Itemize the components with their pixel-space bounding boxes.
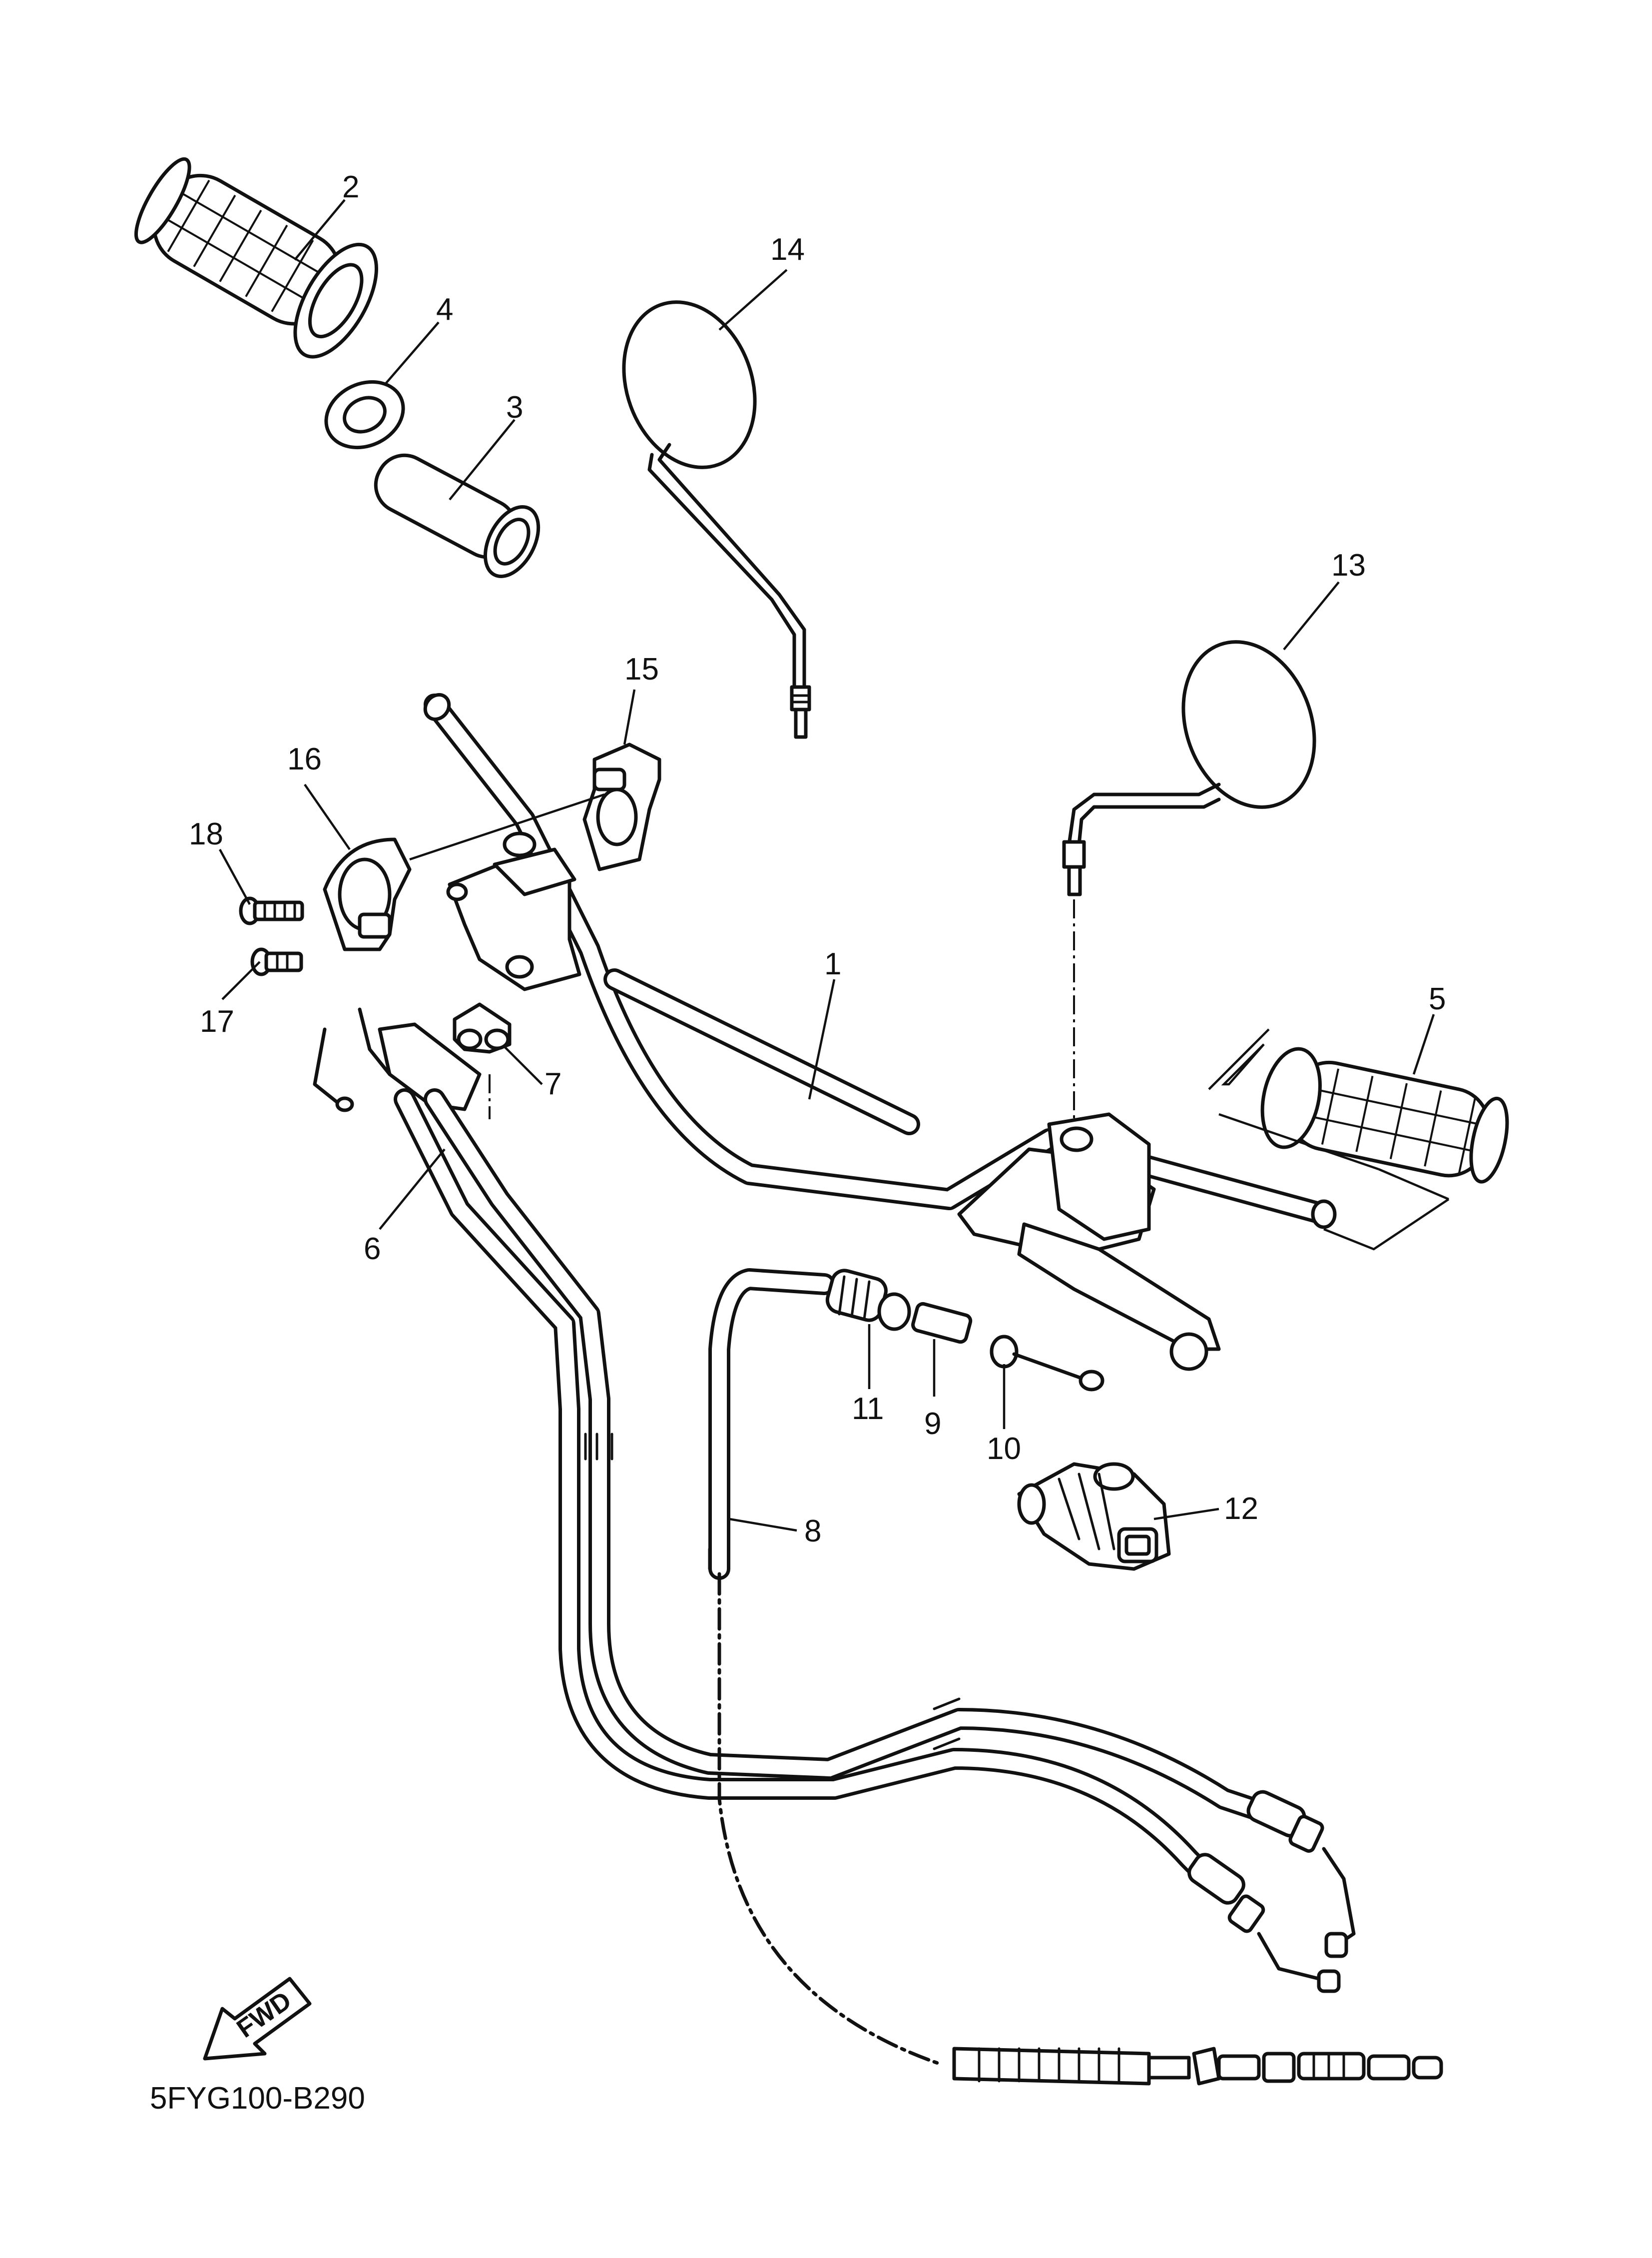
lower-clamp bbox=[323, 837, 412, 951]
grip-washer bbox=[324, 380, 405, 450]
left-mirror bbox=[622, 300, 811, 739]
fwd-arrow-icon: FWD bbox=[203, 1977, 312, 2061]
callout-16: 16 bbox=[287, 742, 322, 776]
diagram-code: 5FYG100-B290 bbox=[150, 2081, 365, 2116]
callout-11: 11 bbox=[852, 1392, 884, 1426]
left-switch-housing bbox=[446, 831, 581, 991]
callout-13: 13 bbox=[1331, 548, 1366, 583]
clutch-cable bbox=[708, 1268, 1443, 2086]
callout-1: 1 bbox=[824, 947, 841, 981]
clamp-bolt-short bbox=[250, 947, 303, 976]
callout-8: 8 bbox=[804, 1514, 821, 1548]
callout-6: 6 bbox=[364, 1232, 381, 1266]
clutch-adjuster-group bbox=[825, 1269, 1104, 1392]
right-grip bbox=[1208, 1028, 1509, 1251]
callout-15: 15 bbox=[624, 652, 659, 687]
callout-9: 9 bbox=[924, 1407, 941, 1441]
callout-18: 18 bbox=[189, 817, 223, 851]
callout-4: 4 bbox=[436, 292, 453, 327]
clamp-bolt-long bbox=[239, 896, 304, 925]
clamp-alignment-line bbox=[409, 793, 605, 861]
left-grip bbox=[134, 157, 378, 359]
callout-17: 17 bbox=[200, 1004, 234, 1039]
callout-5: 5 bbox=[1429, 982, 1446, 1016]
throttle-cables bbox=[313, 1007, 1356, 1993]
throttle-tube bbox=[374, 453, 541, 578]
callout-numbers: 2 4 3 14 13 15 16 18 17 1 5 7 6 8 11 9 1… bbox=[189, 170, 1446, 1548]
callout-10: 10 bbox=[987, 1432, 1021, 1466]
handlebar bbox=[423, 693, 1337, 1229]
callout-14: 14 bbox=[770, 232, 805, 267]
upper-clamp bbox=[582, 743, 661, 871]
callout-12: 12 bbox=[1224, 1492, 1258, 1526]
lever-boot bbox=[1017, 1462, 1171, 1571]
leader-lines bbox=[219, 199, 1435, 1532]
callout-3: 3 bbox=[506, 390, 523, 425]
callout-2: 2 bbox=[342, 170, 359, 204]
right-mirror bbox=[1062, 640, 1316, 896]
callout-7: 7 bbox=[545, 1067, 561, 1101]
cable-holder bbox=[453, 1002, 512, 1054]
lever-perch-assembly bbox=[957, 1112, 1221, 1371]
